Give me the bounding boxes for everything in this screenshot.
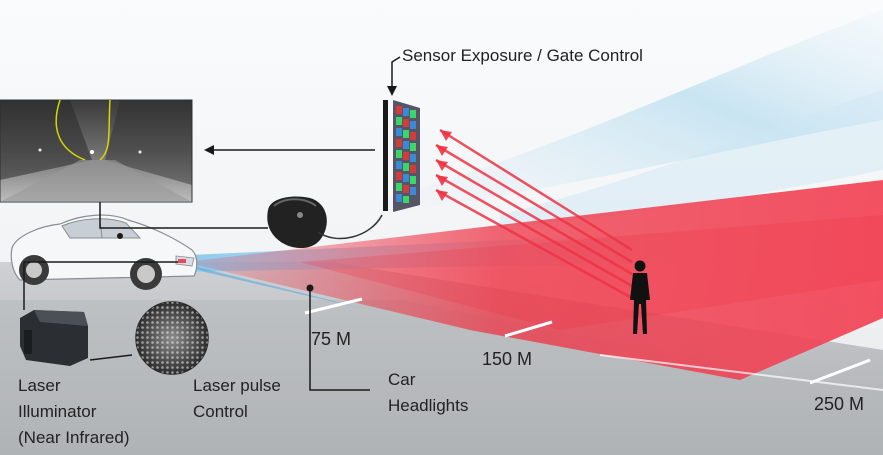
laser-pulse-line-1: Laser pulse — [193, 376, 281, 395]
camera-module-icon — [267, 196, 327, 249]
laser-illuminator-line-1: Laser — [18, 376, 61, 395]
laser-pulse-line-2: Control — [193, 402, 248, 421]
headlight-beam-lower — [185, 264, 360, 308]
laser-pulse-disc-icon — [135, 301, 209, 375]
sky-light-streak — [380, 10, 883, 215]
distance-label-75m: 75 M — [311, 329, 352, 349]
laser-beam-core — [300, 215, 883, 330]
image-output-arrow-head — [204, 145, 214, 155]
return-arrow-heads — [436, 130, 452, 201]
car-headlights-line-2: Headlights — [388, 396, 469, 415]
gate-shutter-bar — [383, 100, 388, 211]
laser-illuminator-line-3: (Near Infrared) — [18, 428, 130, 447]
car-camera-node — [117, 233, 123, 239]
return-arrow-2 — [435, 143, 633, 264]
sensor-pixel-grid — [396, 106, 416, 203]
laser-illuminator-line-2: Illuminator — [18, 402, 97, 421]
image-sensor-icon — [383, 100, 420, 212]
illuminator-to-pulse-line — [89, 354, 133, 361]
sensor-control-leader-head — [387, 86, 397, 96]
laser-beam — [185, 180, 883, 380]
return-arrow-4 — [435, 173, 633, 288]
camera-to-sensor-cable — [317, 214, 383, 240]
return-arrow-3 — [435, 158, 633, 276]
return-arrow-1 — [439, 128, 633, 252]
sky-light-streak-2 — [500, 90, 883, 228]
headlight-pointer-dot — [306, 284, 314, 292]
sensor-control-leader — [391, 56, 401, 88]
lane-marker-250m — [809, 358, 871, 385]
night-camera-image — [0, 99, 193, 203]
pedestrian-icon — [630, 260, 650, 334]
laser-return-arrows — [435, 128, 633, 300]
lane-marker-75m — [304, 297, 363, 315]
car-to-camera-line — [99, 202, 268, 229]
headlight-pointer-line — [309, 290, 370, 391]
return-arrow-5 — [435, 188, 633, 300]
car-headlights-line-1: Car — [388, 370, 416, 389]
road-edge-line — [599, 354, 883, 391]
road-shadow — [0, 300, 883, 455]
sensor-control-label: Sensor Exposure / Gate Control — [402, 46, 643, 65]
distance-label-150m: 150 M — [482, 349, 533, 369]
lane-marker-150m — [504, 320, 553, 338]
distance-label-250m: 250 M — [814, 394, 865, 414]
laser-illuminator-icon — [20, 310, 88, 366]
